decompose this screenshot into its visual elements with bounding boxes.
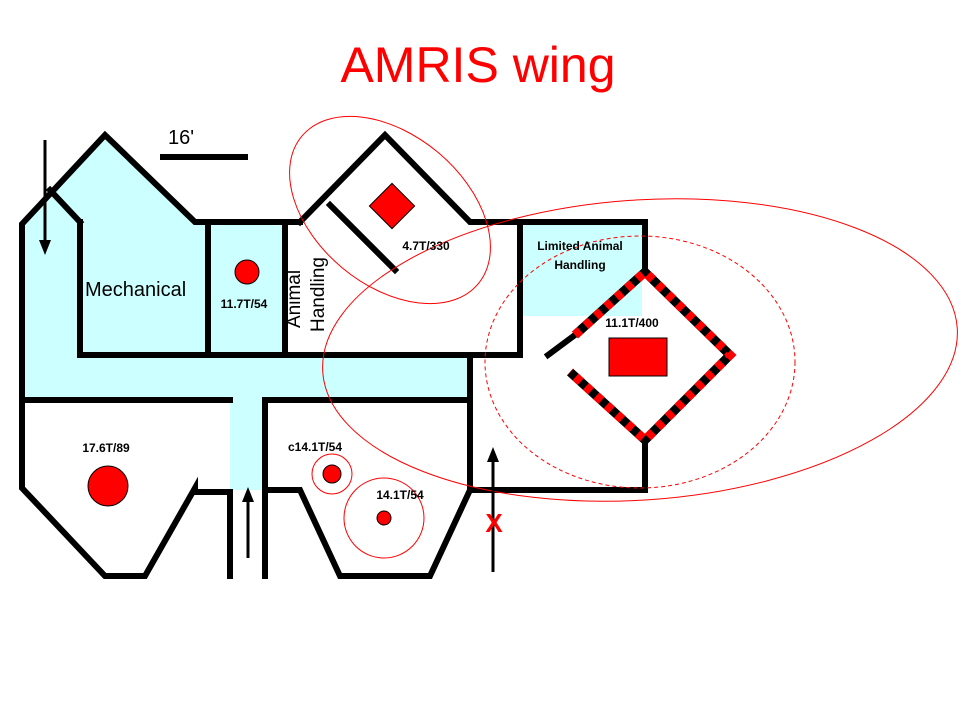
magnet-4-7: [368, 182, 416, 230]
magnet-label-14-1: 14.1T/54: [376, 488, 424, 502]
scale-label: 16': [168, 127, 194, 149]
magnets: [87, 182, 668, 526]
room-label-animal-handling-line1: Animal: [284, 270, 305, 328]
fringe-field-4-7: [289, 115, 491, 305]
magnet-room-11-1-red-dash: [566, 265, 737, 447]
fringe-field-11-1-outer: [322, 198, 958, 502]
magnet-room-11-1: [566, 265, 737, 447]
magnet-c14-1: [322, 464, 342, 484]
arrow-up-left-head: [242, 487, 254, 502]
room-label-limited-line1: Limited Animal: [537, 239, 623, 253]
x-marker: X: [485, 508, 503, 538]
magnet-label-11-7: 11.7T/54: [221, 297, 268, 311]
magnet-11-7: [234, 259, 260, 285]
magnet-11-1: [608, 337, 668, 377]
limited-animal-handling-fill: [520, 222, 642, 316]
room-fills: [22, 135, 642, 490]
magnet-label-11-1: 11.1T/400: [605, 316, 659, 330]
wall-mechanical-diagonal: [45, 185, 85, 227]
walls: [19, 130, 648, 579]
arrow-up-right-head: [487, 447, 499, 462]
fringe-field-c14-1: [311, 453, 353, 495]
outer-wall-left: [19, 130, 303, 579]
room-label-animal-handling: Animal Handling: [284, 257, 329, 332]
outer-wall-bottom-right: [262, 437, 648, 579]
room-label-limited-line2: Handling: [554, 258, 605, 272]
wall-11-1-door: [543, 330, 580, 360]
outer-wall-top-right: [295, 130, 648, 275]
page-title: AMRIS wing: [340, 37, 615, 93]
arrow-in-left-head: [39, 240, 51, 255]
room-label-mechanical: Mechanical: [85, 279, 186, 301]
fringe-field-14-1: [343, 477, 425, 559]
mechanical-fill: [22, 135, 470, 490]
magnet-14-1: [376, 510, 392, 526]
magnet-label-c14-1: c14.1T/54: [288, 440, 342, 454]
magnet-label-17-6: 17.6T/89: [82, 441, 130, 455]
arrows: [39, 140, 499, 572]
magnet-17-6: [87, 465, 129, 507]
fringe-fields: [289, 115, 958, 559]
magnet-label-4-7: 4.7T/330: [402, 239, 450, 253]
room-label-animal-handling-line2: Handling: [308, 257, 329, 332]
wall-4-7-diagonal: [325, 200, 400, 275]
fringe-field-11-1-inner: [484, 235, 796, 489]
